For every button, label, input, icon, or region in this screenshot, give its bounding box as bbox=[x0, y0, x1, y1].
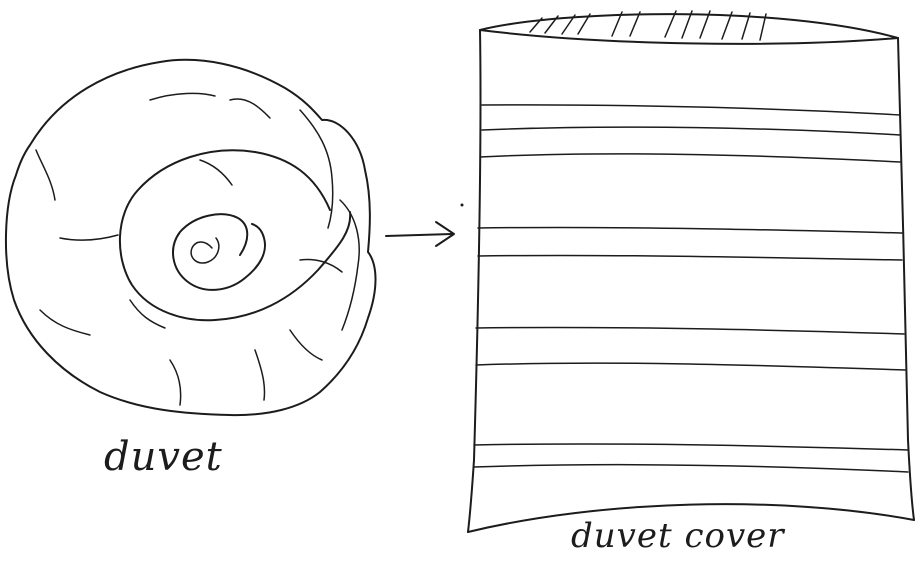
duvet-wrinkle-1 bbox=[36, 150, 55, 200]
duvet-wrinkle-2 bbox=[150, 93, 215, 100]
stray-dot bbox=[461, 204, 464, 207]
arrow-icon bbox=[386, 222, 454, 246]
duvet-outer-outline bbox=[6, 60, 376, 415]
rolled-duvet-drawing bbox=[6, 60, 376, 415]
duvet-spiral-middle bbox=[120, 150, 350, 320]
cover-left-edge bbox=[468, 30, 481, 532]
duvet-spiral-inner bbox=[173, 214, 265, 290]
duvet-wrinkle-4 bbox=[60, 235, 118, 240]
duvet-cover-label: duvet cover bbox=[571, 516, 785, 556]
duvet-cover-drawing bbox=[468, 11, 914, 532]
duvet-fold-right bbox=[300, 110, 333, 228]
duvet-wrinkle-7 bbox=[255, 350, 265, 400]
cover-right-edge bbox=[898, 38, 914, 520]
cover-opening-hatching bbox=[530, 11, 766, 40]
duvet-wrinkle-6 bbox=[170, 360, 181, 405]
duvet-spiral-core bbox=[191, 238, 219, 263]
duvet-wrinkle-3 bbox=[230, 99, 270, 118]
cover-stripes bbox=[474, 105, 908, 472]
duvet-wrinkle-10 bbox=[200, 160, 232, 185]
duvet-wrinkle-9 bbox=[290, 330, 322, 360]
duvet-wrinkle-11 bbox=[130, 300, 165, 328]
duvet-label: duvet bbox=[104, 434, 223, 480]
duvet-wrinkle-5 bbox=[40, 310, 90, 335]
